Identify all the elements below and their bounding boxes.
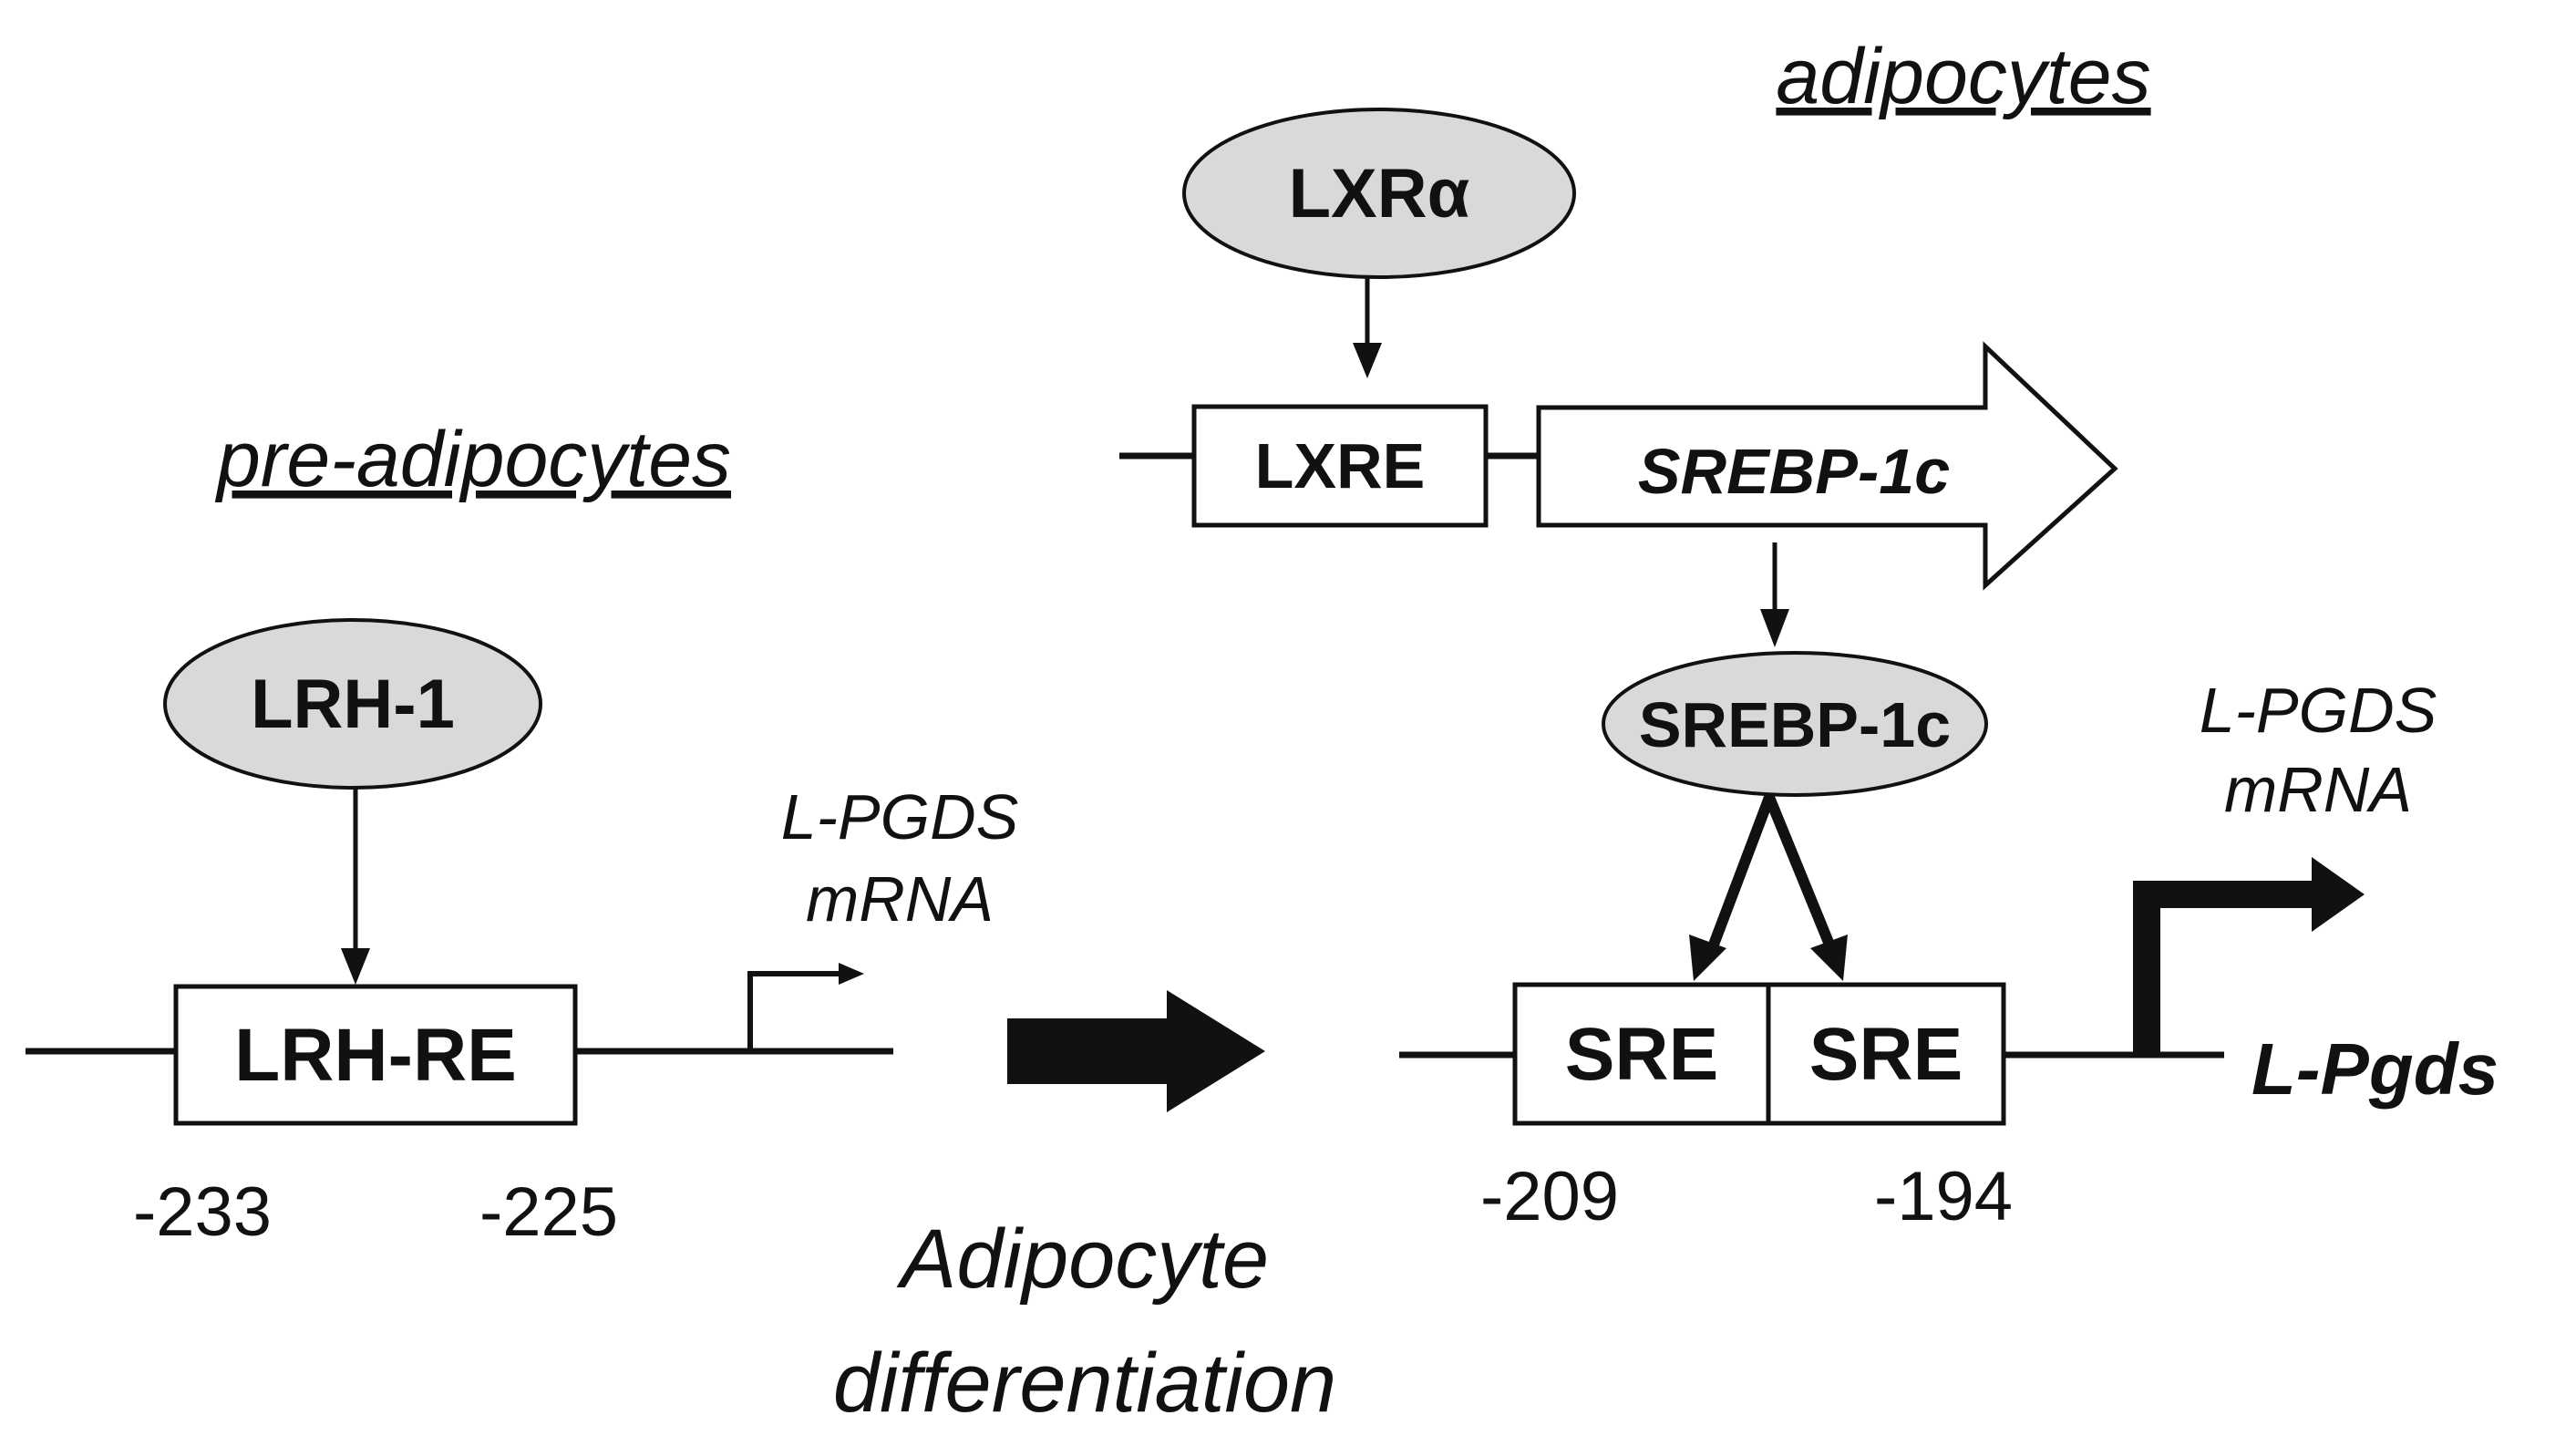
- pre-adipocytes-heading: pre-adipocytes: [214, 416, 731, 503]
- pre-mrna-label-line1: L-PGDS: [781, 781, 1019, 852]
- adipocyte-position-end: -194: [1874, 1158, 2013, 1235]
- adipocytes-heading: adipocytes: [1776, 33, 2150, 120]
- srebp-1c-gene: SREBP-1c: [1536, 341, 2118, 591]
- differentiation-label-line2: differentiation: [833, 1337, 1336, 1430]
- differentiation-label-line1: Adipocyte: [896, 1213, 1269, 1306]
- lrh1-ellipse: [163, 618, 542, 790]
- pre-position-start: -233: [133, 1173, 272, 1251]
- sre-element-1: SRE: [1512, 982, 1771, 1126]
- adipocyte-mrna-label-line1: L-PGDS: [2200, 675, 2437, 746]
- lxr-binding-arrow: [1353, 278, 1382, 378]
- pre-mrna-label-line2: mRNA: [806, 863, 994, 935]
- lxr-alpha-factor: LXRα: [1182, 108, 1576, 279]
- lxr-alpha-label: LXRα: [1289, 155, 1470, 232]
- lrh-re-element: LRH-RE: [173, 984, 578, 1126]
- lrh1-factor: LRH-1: [163, 618, 542, 790]
- srebp-expression-arrow: [1760, 542, 1789, 647]
- srebp-1c-factor-label: SREBP-1c: [1639, 689, 1951, 760]
- pre-transcription-start-arrow: [747, 963, 864, 1051]
- sre-box-2: [1766, 982, 2006, 1126]
- sre-label-2: SRE: [1809, 1013, 1963, 1096]
- lxre-element: LXRE: [1191, 404, 1489, 528]
- srebp-1c-ellipse: [1602, 651, 1988, 797]
- lxre-box: [1191, 404, 1489, 528]
- adipocyte-mrna-label-line2: mRNA: [2224, 754, 2412, 825]
- lxr-alpha-ellipse: [1182, 108, 1576, 279]
- lpgds-transcription-start-arrow: [2133, 857, 2365, 1055]
- lrh-re-label: LRH-RE: [234, 1014, 517, 1097]
- sre-box-1: [1512, 982, 1771, 1126]
- sre-element-2: SRE: [1766, 982, 2006, 1126]
- srebp-1c-gene-label: SREBP-1c: [1638, 436, 1950, 507]
- srebp-binding-arrows: [1689, 792, 1848, 981]
- srebp-1c-gene-arrow: [1536, 341, 2118, 591]
- adipocyte-position-start: -209: [1480, 1158, 1619, 1235]
- differentiation-arrow: [1007, 990, 1265, 1112]
- lxre-label: LXRE: [1255, 430, 1426, 501]
- lrh1-binding-arrow: [341, 789, 370, 985]
- srebp-1c-factor: SREBP-1c: [1602, 651, 1988, 797]
- lrh1-label: LRH-1: [251, 666, 455, 743]
- pre-position-end: -225: [479, 1173, 618, 1251]
- lrh-re-box: [173, 984, 578, 1126]
- lpgds-gene-label: L-Pgds: [2251, 1028, 2499, 1110]
- sre-label-1: SRE: [1565, 1013, 1719, 1096]
